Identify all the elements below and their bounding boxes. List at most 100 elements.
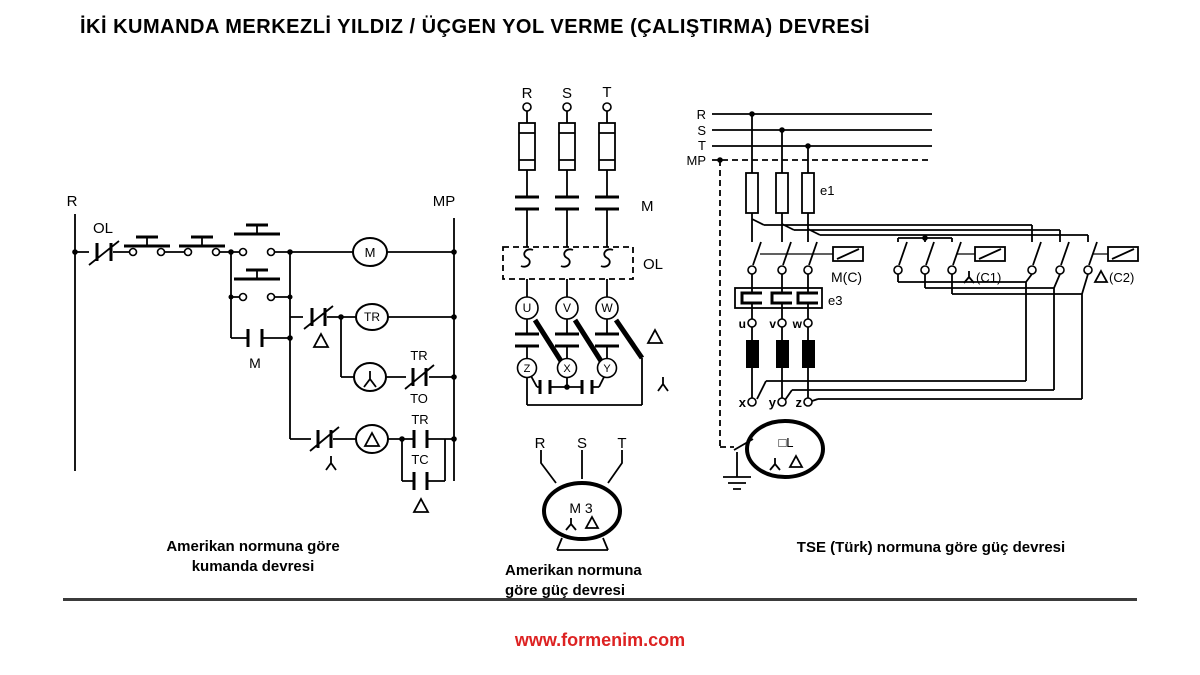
delta-jumpers bbox=[532, 318, 645, 363]
website-url-text: www.formenim.com bbox=[514, 630, 686, 650]
label-u: U bbox=[523, 301, 532, 315]
label-y: y bbox=[769, 395, 777, 410]
label-bus-mp: MP bbox=[687, 153, 707, 168]
label-mc: M(C) bbox=[831, 269, 862, 285]
label-ol: OL bbox=[643, 256, 663, 273]
delta-icon bbox=[363, 431, 381, 447]
delta-contacts bbox=[515, 332, 619, 348]
label-x: X bbox=[563, 363, 571, 375]
stop-button-1 bbox=[124, 235, 170, 257]
label-coil-m: M bbox=[365, 245, 376, 260]
website-url: www.formenim.com bbox=[0, 630, 1200, 651]
contact-terminals bbox=[747, 265, 1093, 275]
nc-slashes bbox=[88, 240, 435, 452]
upper-terminals bbox=[747, 318, 813, 328]
star-icon bbox=[769, 458, 781, 471]
start-button-2 bbox=[234, 268, 280, 302]
label-c2: (C2) bbox=[1109, 270, 1134, 285]
label-bus-s: S bbox=[697, 123, 706, 138]
star-icon bbox=[565, 518, 577, 531]
power-us-wires bbox=[526, 111, 643, 484]
caption-line: Amerikan normuna göre bbox=[166, 538, 340, 555]
overload-e3-elements bbox=[740, 291, 818, 305]
star-contacts bbox=[538, 380, 594, 394]
label-phase-t: T bbox=[602, 84, 611, 101]
coil-delta bbox=[355, 424, 389, 454]
star-icon bbox=[363, 371, 377, 388]
fuses bbox=[518, 122, 616, 171]
label-motor: M 3 bbox=[569, 500, 593, 516]
overload-box bbox=[502, 246, 634, 280]
coil-tr bbox=[355, 303, 389, 331]
label-seal-m: M bbox=[249, 355, 261, 371]
delta-icon bbox=[584, 515, 600, 529]
caption-power-us: Amerikan normuna göre güç devresi bbox=[505, 561, 705, 601]
label-right-rail: MP bbox=[433, 193, 456, 210]
delta-icon bbox=[312, 332, 330, 348]
label-c1: (C1) bbox=[976, 270, 1001, 285]
label-motor-tse: □L bbox=[778, 435, 793, 450]
star-icon bbox=[657, 377, 669, 392]
label-tc: TC bbox=[411, 452, 428, 467]
label-v: v bbox=[769, 317, 776, 331]
overload-e3-box bbox=[734, 287, 823, 309]
stop-button-2 bbox=[179, 235, 225, 257]
coil-boxes bbox=[832, 246, 1139, 262]
delta-icon bbox=[646, 328, 664, 344]
label-z: Z bbox=[524, 363, 531, 375]
label-to: TO bbox=[410, 391, 428, 406]
label-e1: e1 bbox=[820, 183, 834, 198]
m-contacts bbox=[515, 195, 619, 211]
ground-icon bbox=[723, 476, 751, 490]
caption-line: Amerikan normuna bbox=[505, 562, 642, 579]
label-contactor-m: M bbox=[641, 198, 654, 215]
label-phase-r: R bbox=[522, 85, 533, 102]
control-wires bbox=[74, 214, 455, 482]
label-tr-nc: TR bbox=[410, 348, 427, 363]
label-phase-s: S bbox=[562, 85, 572, 102]
tse-buses bbox=[712, 113, 932, 147]
fuses-e1 bbox=[745, 172, 815, 214]
label-ol: OL bbox=[93, 220, 113, 237]
label-z: z bbox=[796, 395, 803, 410]
label-coil-tr: TR bbox=[364, 310, 380, 324]
power-circuit-american: R S T M OL U V W Z X Y R S T M 3 bbox=[502, 84, 669, 551]
coil-m bbox=[352, 237, 388, 267]
power-circuit-tse: R S T MP e1 M(C) (C1) (C2) e3 u v w x y … bbox=[687, 107, 1139, 490]
label-w: W bbox=[601, 301, 613, 315]
caption-control-circuit: Amerikan normuna göre kumanda devresi bbox=[133, 537, 373, 577]
motor-tse bbox=[745, 419, 825, 479]
delta-icon bbox=[788, 454, 804, 468]
junction-dots bbox=[72, 249, 457, 442]
star-icon bbox=[963, 271, 975, 284]
label-x: x bbox=[739, 395, 747, 410]
label-e3: e3 bbox=[828, 293, 842, 308]
separator-line bbox=[63, 598, 1137, 601]
label-bus-t: T bbox=[698, 138, 706, 153]
label-lead-r: R bbox=[535, 435, 546, 452]
control-contact-bars bbox=[95, 243, 429, 490]
label-v: V bbox=[563, 301, 571, 315]
motor-us bbox=[542, 481, 622, 541]
star-icon bbox=[325, 456, 337, 471]
label-lead-s: S bbox=[577, 435, 587, 452]
label-left-rail: R bbox=[67, 193, 78, 210]
delta-icon bbox=[412, 497, 430, 513]
page-title: İKİ KUMANDA MERKEZLİ YILDIZ / ÜÇGEN YOL … bbox=[80, 16, 871, 38]
label-tr-no: TR bbox=[411, 412, 428, 427]
motor-base bbox=[556, 537, 609, 551]
caption-line: kumanda devresi bbox=[191, 558, 315, 575]
motor-windings bbox=[746, 340, 815, 368]
delta-icon bbox=[1093, 269, 1109, 283]
lower-terminals bbox=[747, 397, 813, 407]
caption-power-tse: TSE (Türk) normuna göre güç devresi bbox=[796, 539, 1066, 556]
label-w: w bbox=[792, 317, 803, 331]
label-y: Y bbox=[603, 363, 611, 375]
label-lead-t: T bbox=[617, 435, 626, 452]
label-bus-r: R bbox=[697, 107, 706, 122]
caption-line: göre güç devresi bbox=[505, 582, 626, 599]
mp-bus-dashed bbox=[712, 159, 932, 448]
start-button-1 bbox=[234, 223, 280, 257]
